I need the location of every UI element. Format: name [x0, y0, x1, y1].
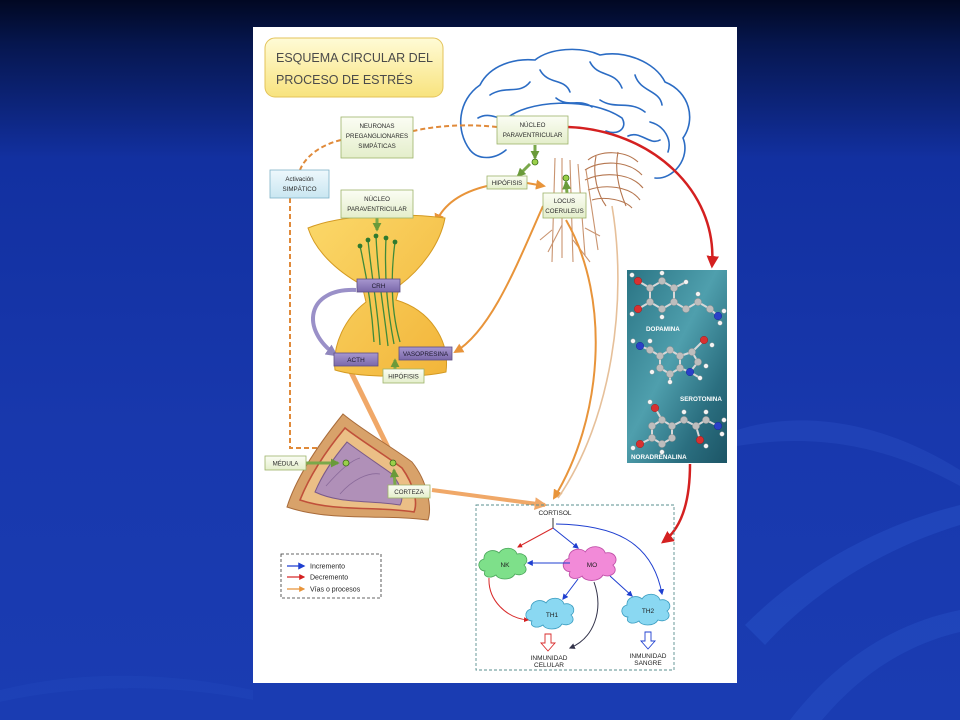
box-corteza: CORTEZA — [387, 484, 431, 499]
vasopresina-label: VASOPRESINA — [403, 351, 449, 358]
hypothalamus-pituitary — [307, 214, 448, 377]
mo-to-celular-arrow — [568, 581, 599, 649]
cortisol-to-mo-arrow — [552, 527, 579, 549]
nucleo-top-line-1: NÚCLEO — [520, 122, 546, 129]
serotonin-molecule — [630, 336, 715, 385]
th2-label: TH2 — [642, 608, 655, 615]
nucleo-mid-line-1: NÚCLEO — [364, 196, 390, 203]
title-box: ESQUEMA CIRCULAR DEL PROCESO DE ESTRÉS — [264, 37, 444, 98]
crh-label: CRH — [372, 283, 386, 290]
legend-item-incremento: Incremento — [287, 562, 345, 571]
noradrenalina-label: NORADRENALINA — [631, 454, 687, 461]
cortisol-to-nk-arrow — [517, 527, 554, 548]
activacion-line-2: SIMPÁTICO — [282, 186, 316, 193]
noradrenaline-molecule — [630, 399, 727, 455]
green-arrows — [306, 145, 572, 486]
hipofisis-mid-label: HIPÓFISIS — [388, 374, 419, 381]
box-acth: ACTH — [333, 352, 379, 367]
activacion-line-1: Activación — [285, 176, 314, 183]
decrease-hollow-arrow-icon — [540, 633, 556, 652]
acth-label: ACTH — [347, 357, 365, 364]
orange-pathways — [346, 179, 619, 510]
legend-item-vias: Vías o procesos — [287, 586, 361, 594]
legend-item-decremento: Decremento — [287, 574, 348, 582]
neuronas-line-2: PREGANGLIONARES — [346, 133, 408, 140]
immune-response-panel: CORTISOL NK MO TH1 TH2 INMUNIDAD CELULAR — [475, 504, 675, 671]
red-pathway-molecules-to-immune — [660, 463, 692, 544]
box-activacion-simpatico: Activación SIMPÁTICO — [269, 169, 330, 199]
legend-label-incremento: Incremento — [310, 564, 345, 571]
mo-to-th1-arrow — [562, 578, 579, 600]
title-line-2: PROCESO DE ESTRÉS — [276, 72, 413, 87]
box-nucleo-paraventricular-top: NÚCLEO PARAVENTRICULAR — [496, 115, 569, 145]
nk-to-th1-arrow — [488, 577, 529, 623]
inmunidad-sangre-line-1: INMUNIDAD — [630, 653, 667, 660]
title-line-1: ESQUEMA CIRCULAR DEL — [276, 51, 433, 65]
locus-marker — [562, 174, 570, 182]
nucleo-mid-line-2: PARAVENTRICULAR — [347, 206, 407, 213]
neurosecretory-neurons — [359, 235, 401, 347]
cerebellum — [584, 151, 644, 209]
neuronas-line-3: SIMPÁTICAS — [358, 143, 395, 150]
nk-cell: NK — [478, 547, 528, 580]
inmunidad-celular-line-2: CELULAR — [534, 662, 564, 669]
nucleo-marker — [531, 158, 539, 166]
mo-to-th2-arrow — [609, 575, 633, 597]
th2-cell: TH2 — [621, 593, 671, 626]
increase-hollow-arrow-icon — [640, 631, 656, 650]
medula-label: MÉDULA — [273, 461, 300, 468]
legend: Incremento Decremento Vías o procesos — [280, 553, 382, 599]
th1-cell: TH1 — [525, 597, 575, 630]
box-nucleo-paraventricular-mid: NÚCLEO PARAVENTRICULAR — [340, 189, 414, 219]
locus-line-1: LOCUS — [554, 198, 575, 205]
inmunidad-celular-line-1: INMUNIDAD — [531, 655, 568, 662]
mo-label: MO — [587, 562, 597, 569]
box-crh: CRH — [356, 278, 401, 293]
dopamine-molecule — [629, 270, 727, 326]
cortisol-label: CORTISOL — [538, 510, 571, 517]
box-hipofisis-mid: HIPÓFISIS — [382, 368, 425, 384]
crh-to-acth-arrow — [311, 287, 357, 357]
legend-label-vias: Vías o procesos — [310, 587, 361, 594]
legend-label-decremento: Decremento — [310, 575, 348, 582]
nucleo-top-line-2: PARAVENTRICULAR — [503, 132, 563, 139]
mo-cell: MO — [562, 546, 617, 581]
background-swooshes — [0, 420, 960, 720]
th1-label: TH1 — [546, 612, 559, 619]
cortisol-to-th2-arrow — [555, 523, 665, 596]
inmunidad-sangre-line-2: SANGRE — [634, 660, 662, 667]
box-neuronas-preganglionares: NEURONAS PREGANGLIONARES SIMPÁTICAS — [340, 116, 414, 159]
red-pathway-brain-to-molecules — [567, 125, 720, 269]
dopamina-label: DOPAMINA — [646, 326, 680, 333]
corteza-label: CORTEZA — [394, 489, 424, 496]
box-locus-coeruleus: LOCUS COERULEUS — [542, 192, 587, 219]
box-vasopresina: VASOPRESINA — [398, 346, 453, 361]
neuronas-line-1: NEURONAS — [359, 123, 394, 130]
locus-line-2: COERULEUS — [545, 208, 584, 215]
neurotransmitter-molecules-panel: DOPAMINA SEROTONINA — [627, 270, 727, 463]
box-medula: MÉDULA — [264, 455, 307, 471]
corteza-marker — [389, 459, 397, 467]
medula-marker — [342, 459, 350, 467]
hipofisis-top-label: HIPÓFISIS — [492, 180, 523, 187]
serotonina-label: SEROTONINA — [680, 396, 722, 403]
box-hipofisis-top: HIPÓFISIS — [486, 175, 528, 190]
nk-label: NK — [500, 562, 510, 569]
